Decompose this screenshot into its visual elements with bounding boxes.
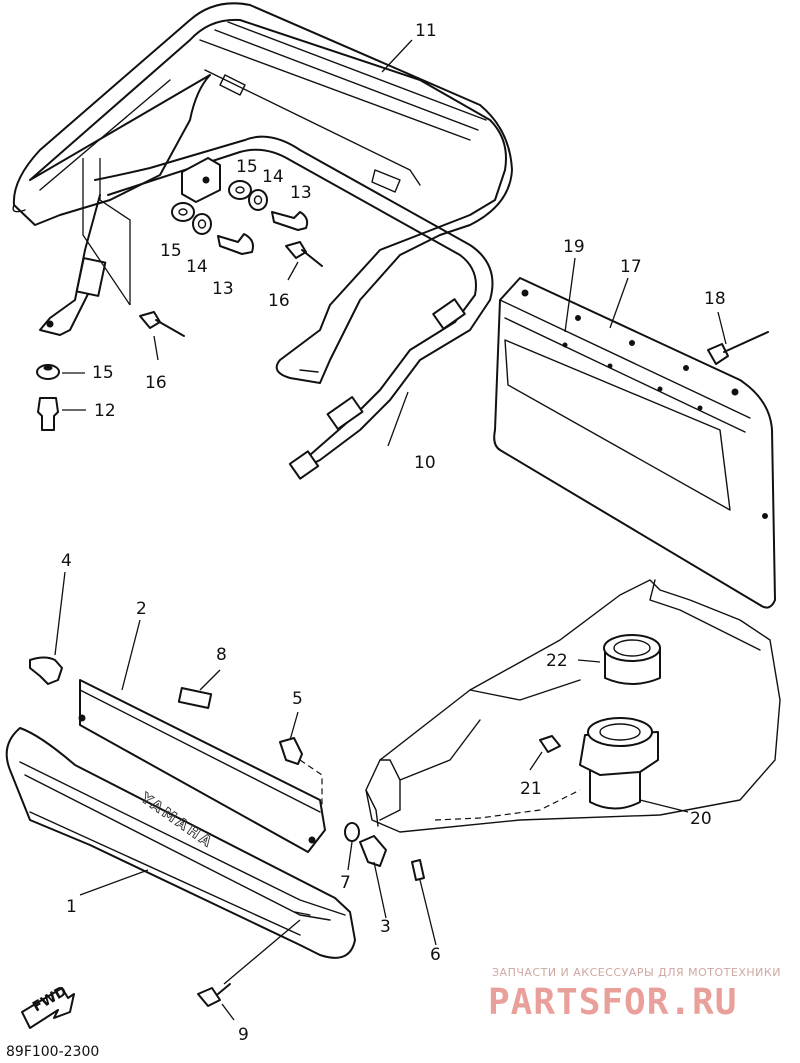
- part-8-label: [177, 687, 213, 709]
- callout-2: 2: [136, 599, 147, 619]
- callout-13-upper: 13: [290, 183, 312, 203]
- part-7-washer: [344, 822, 360, 842]
- part-6-pin: [411, 859, 425, 881]
- callout-18: 18: [704, 289, 726, 309]
- callout-16-left: 16: [145, 373, 167, 393]
- alignment-lines: [82, 158, 581, 821]
- callout-22: 22: [546, 651, 568, 671]
- callout-numbers: 11 15 14 13 15 14 13 16 16 15 12 10 19 1…: [61, 21, 726, 1045]
- callout-1: 1: [66, 897, 77, 917]
- leader-lines: [54, 39, 727, 1021]
- callout-14-lower: 14: [186, 257, 208, 277]
- callout-20: 20: [690, 809, 712, 829]
- part-20-filler-neck: [579, 717, 659, 810]
- callout-16-right: 16: [268, 291, 290, 311]
- callout-11: 11: [415, 21, 437, 41]
- callout-5: 5: [292, 689, 303, 709]
- part-4-bracket: [29, 656, 63, 685]
- part-10-frame-stay: [39, 135, 494, 480]
- callout-4: 4: [61, 551, 72, 571]
- callout-15-upper: 15: [236, 157, 258, 177]
- part-2-plate: [78, 679, 326, 853]
- callout-7: 7: [340, 873, 351, 893]
- watermark-tagline: ЗАПЧАСТИ И АКСЕССУАРЫ ДЛЯ МОТОТЕХНИКИ: [492, 966, 781, 979]
- callout-10: 10: [414, 453, 436, 473]
- part-5-screw: [279, 737, 303, 765]
- callout-21: 21: [520, 779, 542, 799]
- callout-15-lower: 15: [160, 241, 182, 261]
- fasteners-upper: [36, 180, 323, 431]
- diagram-code: 89F100-2300: [6, 1044, 99, 1060]
- fuel-tank-outline: [365, 579, 781, 833]
- watermark: ЗАПЧАСТИ И АКСЕССУАРЫ ДЛЯ МОТОТЕХНИКИ PA…: [488, 966, 781, 1023]
- part-22-cap-ring: [603, 634, 661, 685]
- part-17-19-mud-flap: [493, 277, 776, 609]
- callout-15-lone: 15: [92, 363, 114, 383]
- callout-8: 8: [216, 645, 227, 665]
- callout-12: 12: [94, 401, 116, 421]
- part-21-screw: [539, 735, 561, 753]
- callout-6: 6: [430, 945, 441, 965]
- callout-13-lower: 13: [212, 279, 234, 299]
- part-3-clip: [359, 835, 387, 867]
- callout-3: 3: [380, 917, 391, 937]
- callout-17: 17: [620, 257, 642, 277]
- callout-14-upper: 14: [262, 167, 284, 187]
- part-9-screw: [197, 983, 231, 1007]
- watermark-logo: PARTSFOR.RU: [488, 982, 737, 1023]
- callout-19: 19: [563, 237, 585, 257]
- callout-9: 9: [238, 1025, 249, 1045]
- fwd-arrow: FWD: [21, 983, 75, 1029]
